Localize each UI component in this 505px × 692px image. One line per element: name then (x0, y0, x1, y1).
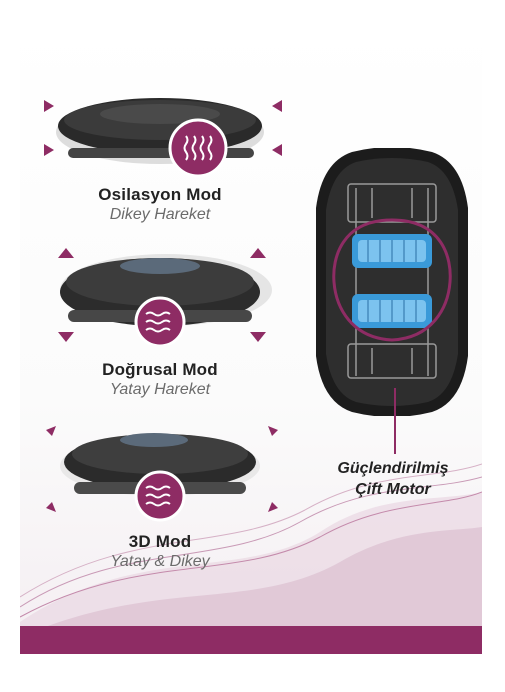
mode-subtitle-3d: Yatay & Dikey (110, 553, 210, 570)
device-linear (58, 248, 272, 345)
motor-cutaway (316, 148, 468, 416)
mode-title-linear: Doğrusal Mod (102, 360, 218, 379)
mode-subtitle-oscillation: Dikey Hareket (109, 206, 211, 223)
3d-wave-icon (145, 485, 171, 507)
mode-subtitle-linear: Yatay Hareket (109, 381, 211, 398)
bottom-band (20, 626, 482, 654)
mode-title-3d: 3D Mod (128, 532, 192, 551)
device-3d (46, 426, 278, 522)
mode-title-oscillation: Osilasyon Mod (98, 185, 222, 204)
device-oscillation (44, 98, 282, 178)
motor-pointer-line (394, 388, 396, 454)
motor-label-line1: Güçlendirilmiş (337, 460, 449, 477)
vertical-wave-icon (183, 135, 213, 161)
motor-label: Güçlendirilmiş Çift Motor (318, 458, 468, 500)
horizontal-wave-icon (145, 311, 171, 333)
motor-label-line2: Çift Motor (355, 481, 431, 498)
decorative-waves (20, 463, 482, 654)
